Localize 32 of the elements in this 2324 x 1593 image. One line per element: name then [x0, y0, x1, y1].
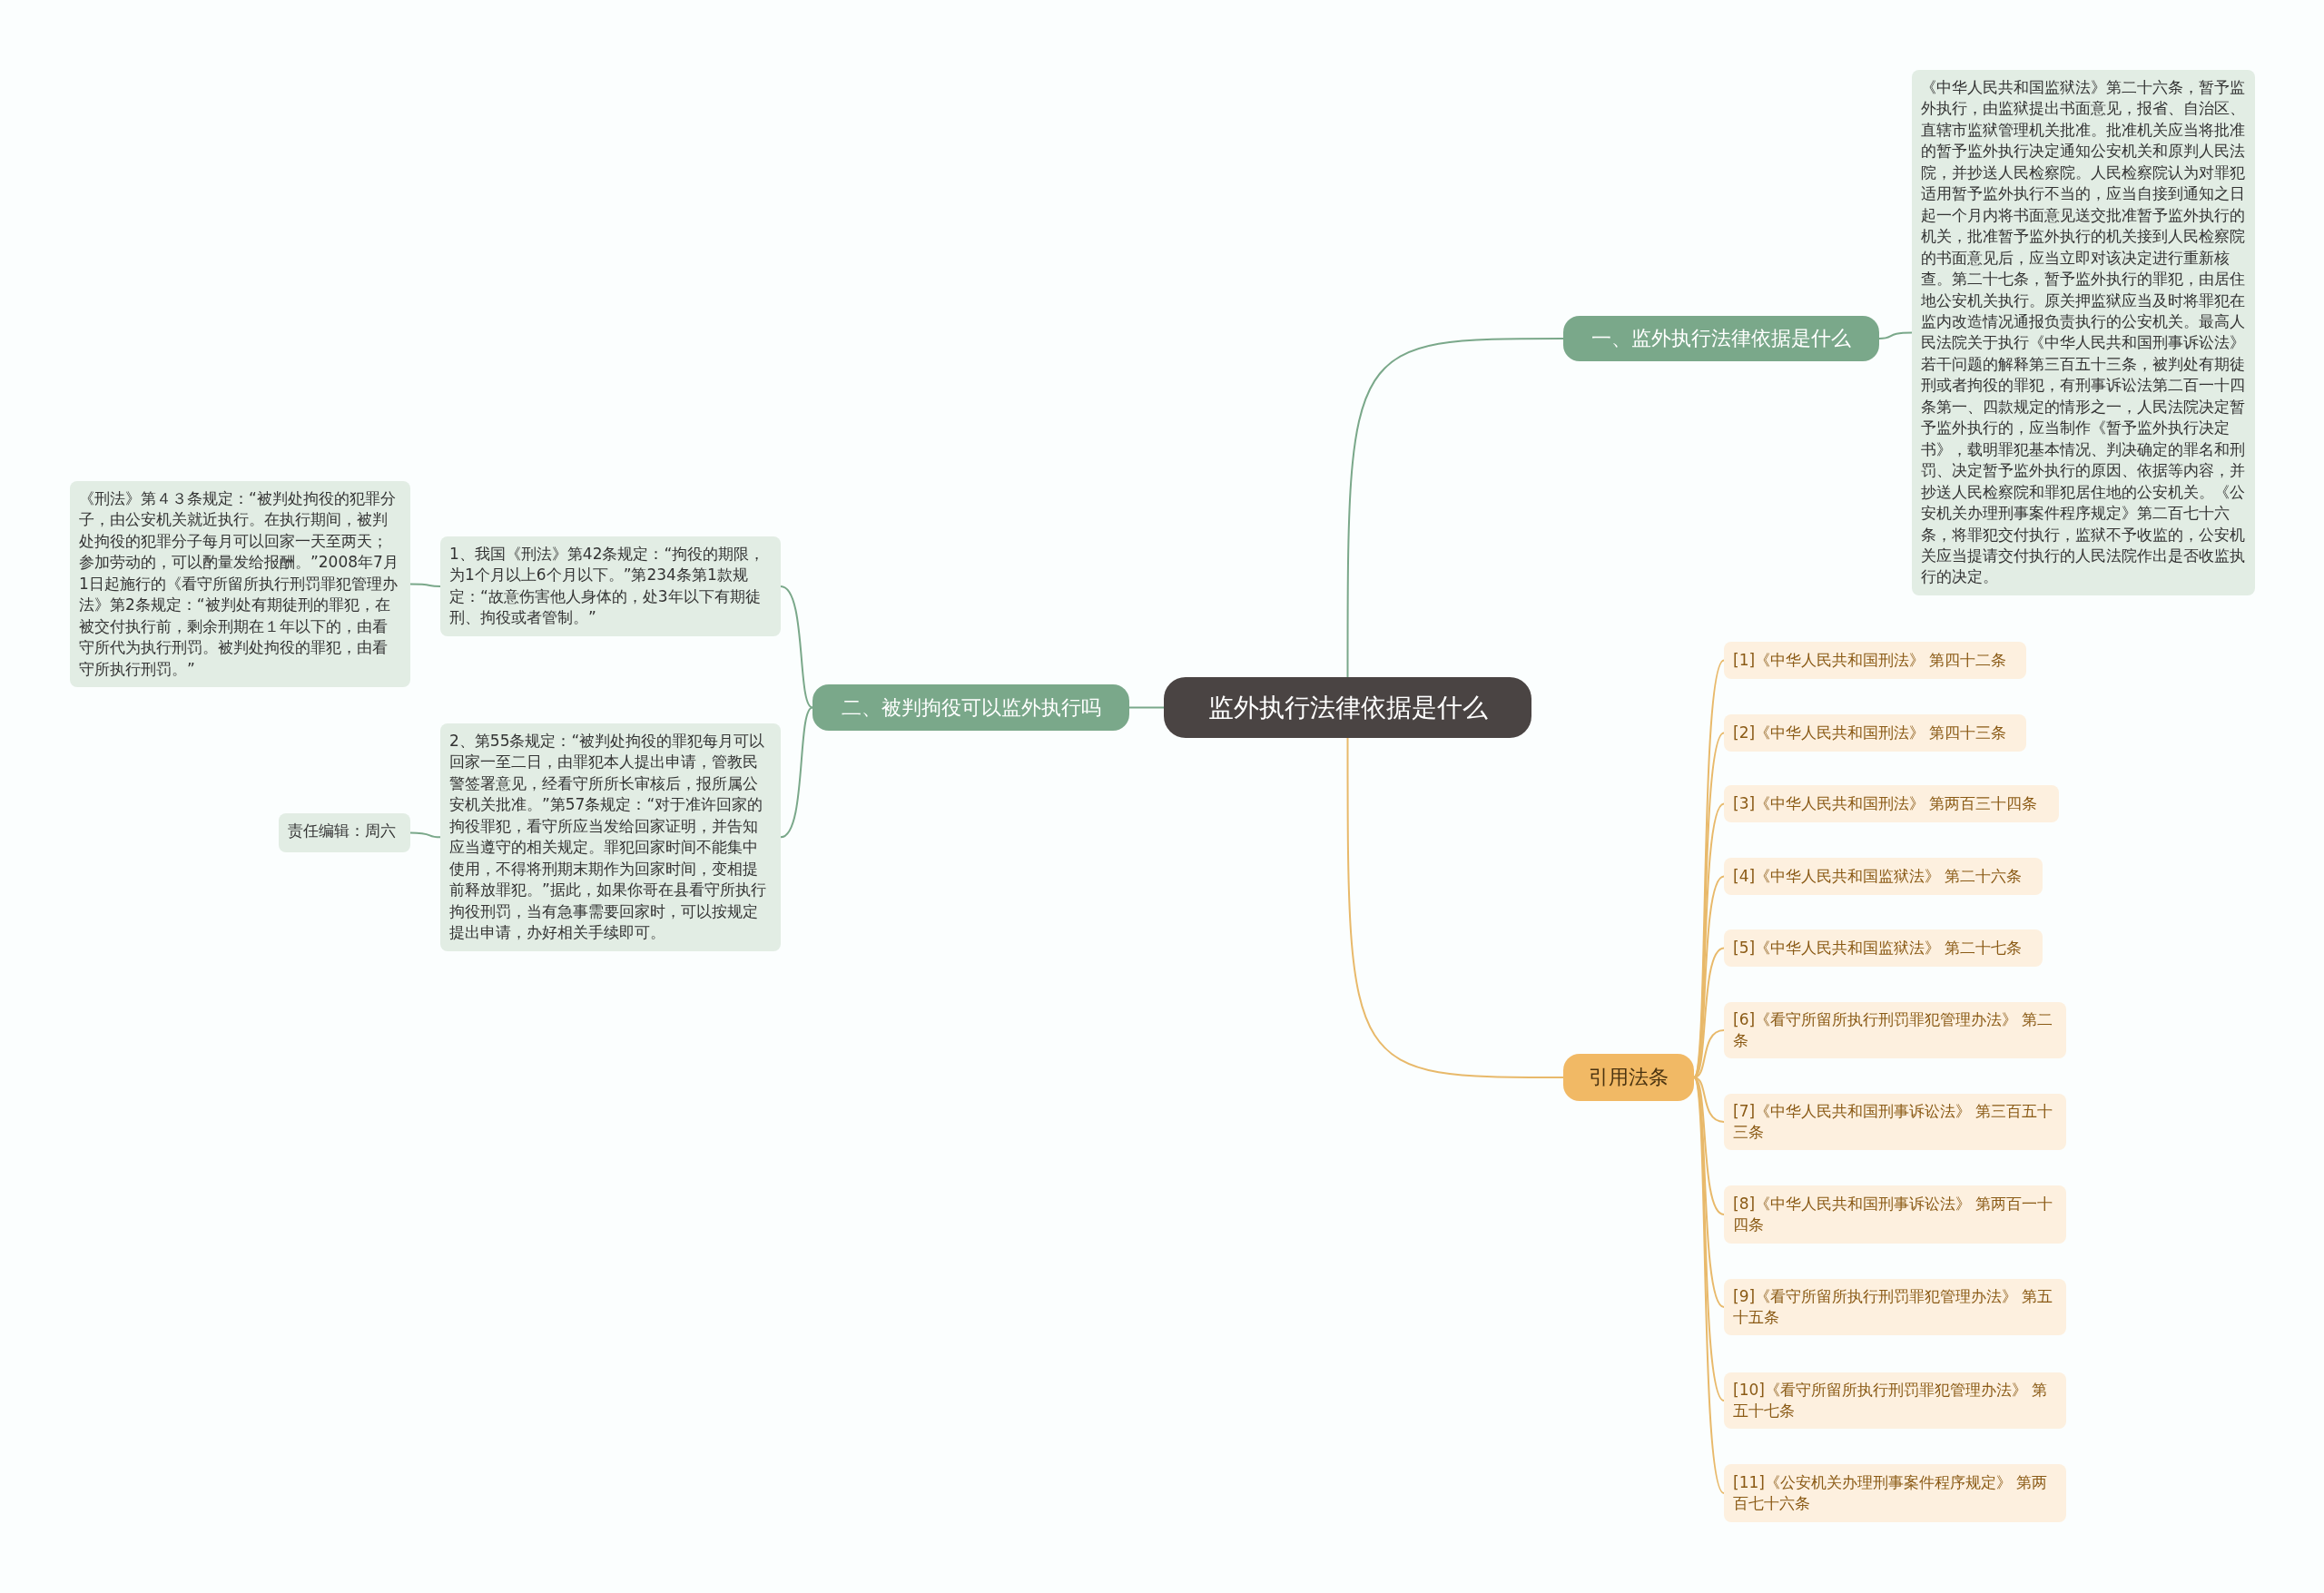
- connector-line: [1878, 331, 1913, 339]
- reference-box: [3]《中华人民共和国刑法》 第两百三十四条: [1724, 785, 2059, 822]
- note-box: 1、我国《刑法》第42条规定：“拘役的期限，为1个月以上6个月以下。”第234条第1款规定：“故意伤害他人身体的，处3年以下有期徒刑、拘役或者管制。”: [440, 536, 781, 636]
- reference-box: [6]《看守所留所执行刑罚罪犯管理办法》 第二条: [1724, 1002, 2066, 1058]
- reference-box: [2]《中华人民共和国刑法》 第四十三条: [1724, 714, 2026, 752]
- connector-line: [409, 831, 441, 839]
- connector-line: [1346, 338, 1564, 678]
- reference-box: [4]《中华人民共和国监狱法》 第二十六条: [1724, 858, 2043, 895]
- reference-box: [5]《中华人民共和国监狱法》 第二十七条: [1724, 929, 2043, 967]
- connector-line: [1346, 737, 1564, 1078]
- topic-box: 一、监外执行法律依据是什么: [1563, 316, 1879, 361]
- connector-line: [1693, 1077, 1725, 1123]
- reference-box: [11]《公安机关办理刑事案件程序规定》 第两百七十六条: [1724, 1464, 2066, 1522]
- connector-line: [780, 706, 813, 839]
- topic-box: 二、被判拘役可以监外执行吗: [812, 684, 1129, 731]
- note-box: 《中华人民共和国监狱法》第二十六条，暂予监外执行，由监狱提出书面意见，报省、自治区、直辖市监狱管理机关批准。批准机关应当将批准的暂予监外执行决定通知公安机关和原判人民法院，并抄送人民检察院。人民检察院认为对罪犯适用暂予监外执行不当的，应当自接到通知之日起一个月内将书面意见送交批准暂予监外执行的机关，批准暂予监外执行的机关接到人民检察院的书面意见后，应当立即对该决定进行重新核查。第二十七条，暂予监外执行的罪犯，由居住地公安机关执行。原关押监狱应当及时将罪犯在监内改造情况通报负责执行的公安机关。最高人民法院关于执行《中华人民共和国刑事诉讼法》若干问题的解释第三百五十三条，被判处有期徒刑或者拘役的罪犯，有刑事诉讼法第二百一十四条第一、四款规定的情形之一，人民法院决定暂予监外执行的，应当制作《暂予监外执行决定书》，载明罪犯基本情况、判决确定的罪名和刑罚、决定暂予监外执行的原因、依据等内容，并抄送人民检察院和罪犯居住地的公安机关。《公安机关办理刑事案件程序规定》第二百七十六条，将罪犯交付执行，监狱不予收监的，公安机关应当提请交付执行的人民法院作出是否收监执行的决定。: [1912, 70, 2255, 595]
- connector-line: [1693, 1077, 1725, 1401]
- reference-box: [8]《中华人民共和国刑事诉讼法》 第两百一十四条: [1724, 1185, 2066, 1244]
- connector-line: [780, 585, 813, 709]
- central-topic: 监外执行法律依据是什么: [1164, 677, 1531, 738]
- reference-box: [9]《看守所留所执行刑罚罪犯管理办法》 第五十五条: [1724, 1279, 2066, 1335]
- topic-box: 引用法条: [1563, 1054, 1694, 1101]
- connector-line: [1693, 1077, 1725, 1494]
- note-box: 责任编辑：周六: [279, 813, 410, 852]
- connector-line: [1693, 1029, 1725, 1078]
- reference-box: [1]《中华人民共和国刑法》 第四十二条: [1724, 642, 2026, 679]
- reference-box: [10]《看守所留所执行刑罚罪犯管理办法》 第五十七条: [1724, 1372, 2066, 1429]
- note-box: 《刑法》第４３条规定：“被判处拘役的犯罪分子，由公安机关就近执行。在执行期间，被判处拘役的犯罪分子每月可以回家一天至两天；参加劳动的，可以酌量发给报酬。”2008年7月1日起施行的《看守所留所执行刑罚罪犯管理办法》第2条规定：“被判处有期徒刑的罪犯，在被交付执行前，剩余刑期在１年以下的，由看守所代为执行刑罚。被判处拘役的罪犯，由看守所执行刑罚。”: [70, 481, 410, 688]
- reference-box: [7]《中华人民共和国刑事诉讼法》 第三百五十三条: [1724, 1094, 2066, 1150]
- connector-line: [409, 583, 441, 587]
- note-box: 2、第55条规定：“被判处拘役的罪犯每月可以回家一至二日，由罪犯本人提出申请，管教民警签署意见，经看守所所长审核后，报所属公安机关批准。”第57条规定：“对于准许回家的拘役罪犯，看守所应当发给回家证明，并告知应当遵守的相关规定。罪犯回家时间不能集中使用，不得将刑期末期作为回家时间，变相提前释放罪犯。”据此，如果你哥在县看守所执行拘役刑罚，当有急事需要回家时，可以按规定提出申请，办好相关手续即可。: [440, 723, 781, 951]
- connector-line: [1128, 706, 1165, 709]
